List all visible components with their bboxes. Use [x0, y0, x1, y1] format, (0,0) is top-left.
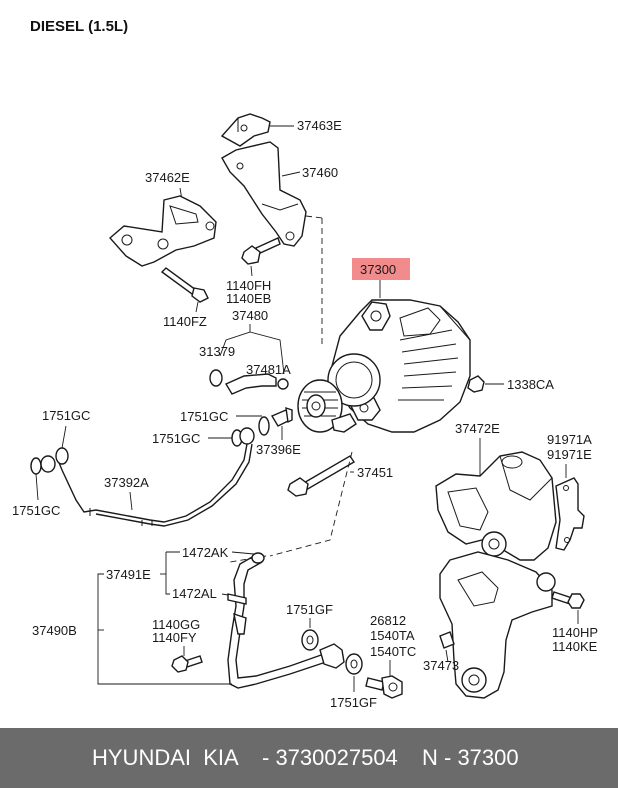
- washer-1751gc-c: [55, 447, 69, 465]
- label-37463e: 37463E: [297, 118, 342, 133]
- label-1472al: 1472AL: [172, 586, 217, 601]
- leader-37473: [445, 649, 449, 663]
- leader-37392a: [129, 491, 133, 511]
- bracket-37462e: [109, 195, 217, 267]
- label-1140fz: 1140FZ: [163, 314, 207, 329]
- label-1540tc: 1540TC: [370, 644, 416, 659]
- bolt-1140fz: [160, 267, 209, 303]
- label-1140gg: 1140GG: [152, 617, 200, 632]
- leader-1472ak: [231, 551, 255, 555]
- label-37490b: 37490B: [32, 623, 77, 638]
- label-91971a: 91971A: [547, 432, 592, 447]
- bolt-37396e: [270, 406, 293, 427]
- banjo-37392a-start: [40, 455, 56, 473]
- washer-1751gf-b: [345, 653, 363, 675]
- label-1751gc-d: 1751GC: [12, 503, 60, 518]
- leader-1140fh: [250, 265, 253, 277]
- label-37472e: 37472E: [455, 421, 500, 436]
- banjo-37392a-end: [239, 427, 255, 445]
- parts-diagram: DIESEL (1.5L) 37463E 37460 37462E 1140FZ…: [12, 18, 598, 710]
- label-1751gc-c: 1751GC: [42, 408, 90, 423]
- footer-part-number: - 3730027504: [262, 745, 398, 770]
- alternator-37300: [297, 299, 471, 433]
- label-1540ta: 1540TA: [370, 628, 415, 643]
- leader-37480-b: [249, 331, 285, 375]
- label-91971e: 91971E: [547, 447, 592, 462]
- bolt-37451: [287, 455, 355, 497]
- bracket-91971a: [555, 477, 585, 551]
- return-hose-37490b: [227, 552, 345, 689]
- label-37451: 37451: [357, 465, 393, 480]
- label-1140fh: 1140FH: [226, 278, 271, 293]
- washer-1751gc-a: [258, 416, 270, 436]
- bolt-26812: [365, 675, 403, 699]
- leader-37480: [219, 324, 251, 357]
- washer-1751gf-a: [301, 629, 319, 651]
- label-37460: 37460: [302, 165, 338, 180]
- label-37480: 37480: [232, 308, 268, 323]
- clip-31379: [209, 369, 223, 387]
- highlight-37300: [352, 258, 410, 280]
- bracket-37463e: [220, 113, 271, 147]
- label-1751gf-a: 1751GF: [286, 602, 333, 617]
- washer-1751gc-d: [30, 457, 42, 475]
- label-37392a: 37392A: [104, 475, 149, 490]
- footer-bar: HYUNDAI KIA - 3730027504 N - 37300: [0, 728, 618, 788]
- label-37462e: 37462E: [145, 170, 190, 185]
- label-26812: 26812: [370, 613, 406, 628]
- label-1472ak: 1472AK: [182, 545, 229, 560]
- label-37473: 37473: [423, 658, 459, 673]
- bracket-37491e: [165, 551, 180, 595]
- engine-bracket: [439, 551, 556, 699]
- footer-reference: N - 37300: [422, 745, 519, 770]
- bracket-37472e: [435, 451, 557, 561]
- label-1338ca: 1338CA: [507, 377, 554, 392]
- label-1140hp: 1140HP: [552, 625, 598, 640]
- oil-pipe-sleeves: [89, 508, 153, 526]
- guide-line-lower: [269, 451, 353, 557]
- leader-1140fz: [195, 301, 199, 313]
- label-1140fy: 1140FY: [152, 630, 197, 645]
- label-1140eb: 1140EB: [226, 291, 271, 306]
- bolt-1140gg: [171, 655, 203, 673]
- dowel-37473: [439, 631, 455, 649]
- bracket-37460: [221, 141, 307, 247]
- diagram-title: DIESEL (1.5L): [30, 18, 128, 35]
- label-37300: 37300: [360, 262, 396, 277]
- leader-1751gc-d: [35, 473, 39, 501]
- label-37396e: 37396E: [256, 442, 301, 457]
- label-1751gf-b: 1751GF: [330, 695, 377, 710]
- hose-37481a: [224, 373, 289, 395]
- guide-line-top-b: [305, 215, 323, 219]
- bracket-37490b: [97, 573, 232, 685]
- guide-line-lower-b: [229, 555, 267, 563]
- footer-brand: HYUNDAI KIA: [92, 745, 239, 770]
- leader-37460: [281, 171, 301, 177]
- label-1751gc-a: 1751GC: [180, 409, 228, 424]
- label-1751gc-b: 1751GC: [152, 431, 200, 446]
- oil-pipe-37392a: [57, 443, 248, 523]
- bolt-1140fh: [241, 237, 281, 265]
- leader-1751gc-c: [61, 425, 67, 449]
- nut-1338ca: [467, 375, 485, 393]
- label-31379: 31379: [199, 344, 235, 359]
- label-37491e: 37491E: [106, 567, 151, 582]
- label-37481a: 37481A: [246, 362, 291, 377]
- label-1140ke: 1140KE: [552, 639, 598, 654]
- bolt-1140hp: [551, 591, 585, 609]
